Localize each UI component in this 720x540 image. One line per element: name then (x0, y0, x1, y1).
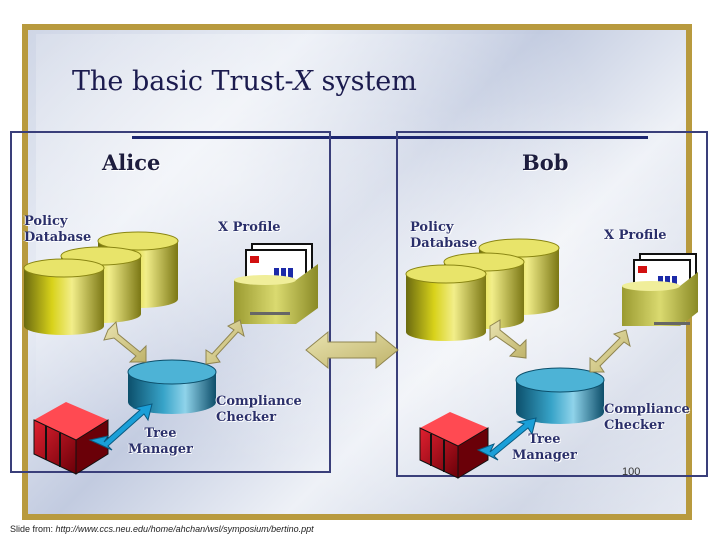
bob-panel (396, 131, 708, 477)
slide-title: The basic Trust-X system (72, 66, 417, 97)
bob-db-to-disk-arrow (489, 319, 527, 359)
source-url: http://www.ccs.neu.edu/home/ahchan/wsl/s… (55, 524, 314, 534)
alice-profile-to-disk-arrow (205, 319, 245, 365)
bob-policy-database-icon (405, 238, 560, 341)
alice-x-profile-label: X Profile (218, 220, 281, 235)
bob-x-profile-label: X Profile (604, 228, 667, 243)
exchange-arrow (305, 330, 399, 370)
alice-db-to-disk-arrow (103, 320, 147, 363)
alice-x-profile-icon (234, 243, 318, 324)
title-rule (132, 136, 648, 139)
alice-label: Alice (102, 150, 161, 175)
bob-red-box-icon (419, 412, 489, 479)
alice-policy-database-icon (23, 231, 179, 335)
bob-x-profile-icon (622, 253, 698, 326)
alice-box-to-disk-arrow (88, 403, 153, 451)
bob-disk-icon (515, 367, 605, 424)
alice-panel (10, 131, 331, 473)
slide-source-footer: Slide from: http://www.ccs.neu.edu/home/… (10, 524, 314, 534)
bob-box-to-disk-arrow (476, 417, 537, 461)
bob-profile-to-disk-arrow (589, 329, 631, 373)
bob-label: Bob (522, 150, 569, 175)
alice-red-box-icon (33, 402, 109, 475)
alice-disk-icon (127, 359, 217, 414)
page-number: 100 (622, 466, 641, 478)
